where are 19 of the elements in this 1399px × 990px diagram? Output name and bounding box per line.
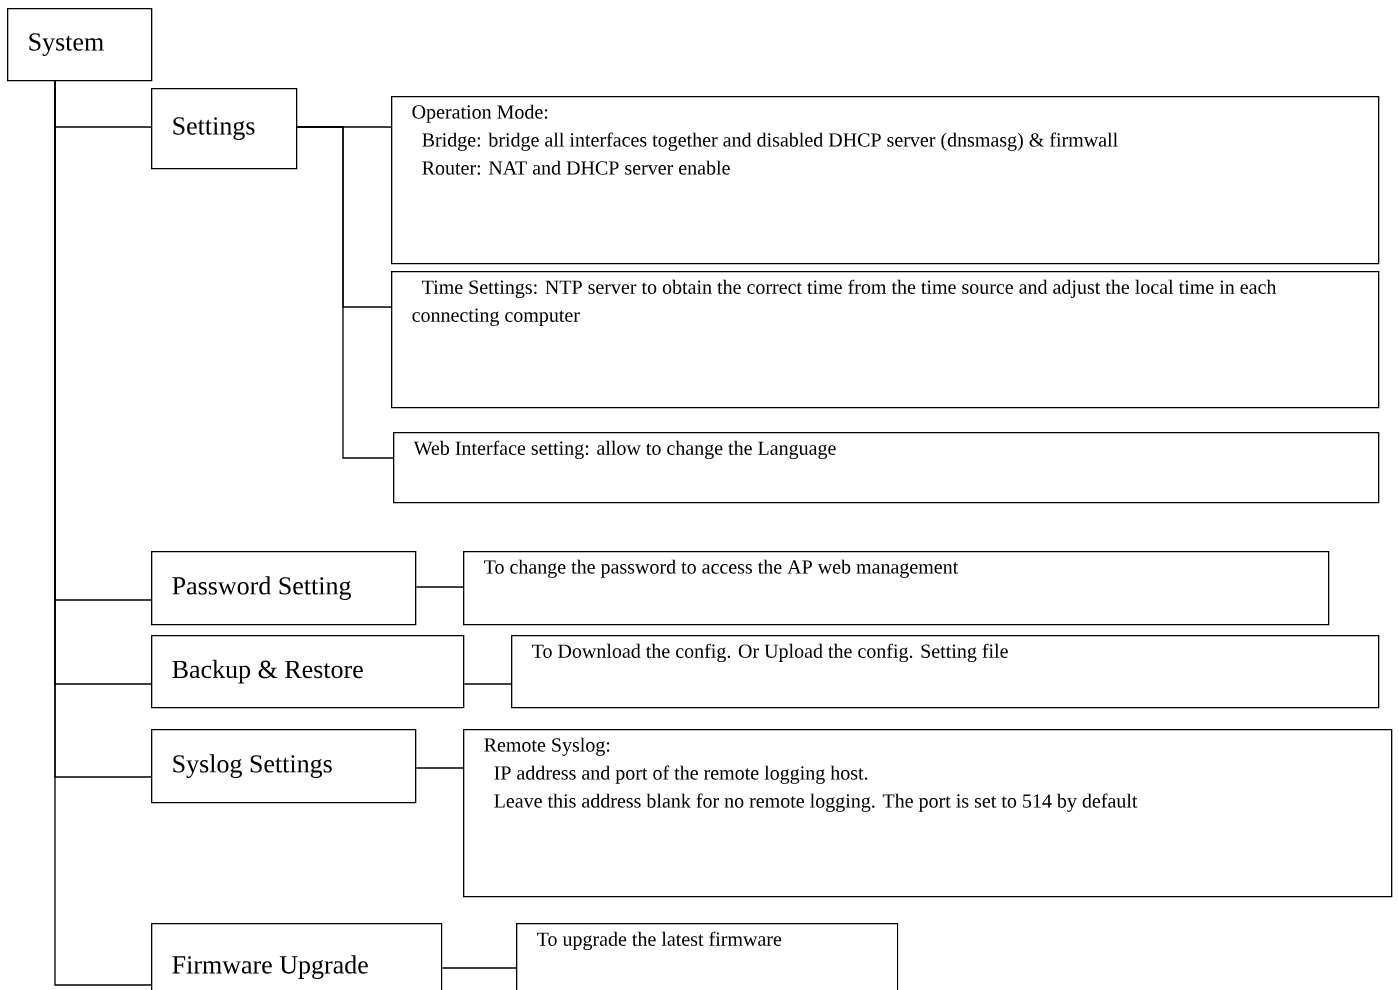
description-box: To upgrade the latest firmware [516,923,899,990]
description-box: To change the password to access the AP web management [463,551,1330,626]
connector-line [296,126,394,459]
menu-box: Settings [151,88,298,170]
description-box: Operation Mode: Bridge: bridge all interfaces together and disabled DHCP server (dnsmasg) & firmwall Router: NAT and DHCP server enable [391,96,1380,265]
connector-line [441,967,517,969]
connector-line [415,586,464,588]
menu-box: Syslog Settings [151,729,417,804]
connector-line [54,80,152,986]
menu-box: System [7,8,153,82]
menu-box: Password Setting [151,551,417,626]
menu-box: Backup & Restore [151,635,465,709]
description-box: To Download the config. Or Upload the config. Setting file [511,635,1380,709]
connector-line [415,767,464,769]
description-box: Remote Syslog: IP address and port of the remote logging host. Leave this address blank for no remote logging. The port is set to 514 by default [463,729,1393,898]
menu-box: Firmware Upgrade [151,923,443,990]
description-box: Time Settings: NTP server to obtain the correct time from the time source and adjust the local time in each connecting computer [391,271,1380,409]
description-box: Web Interface setting: allow to change the Language [393,432,1380,504]
connector-line [463,683,512,685]
